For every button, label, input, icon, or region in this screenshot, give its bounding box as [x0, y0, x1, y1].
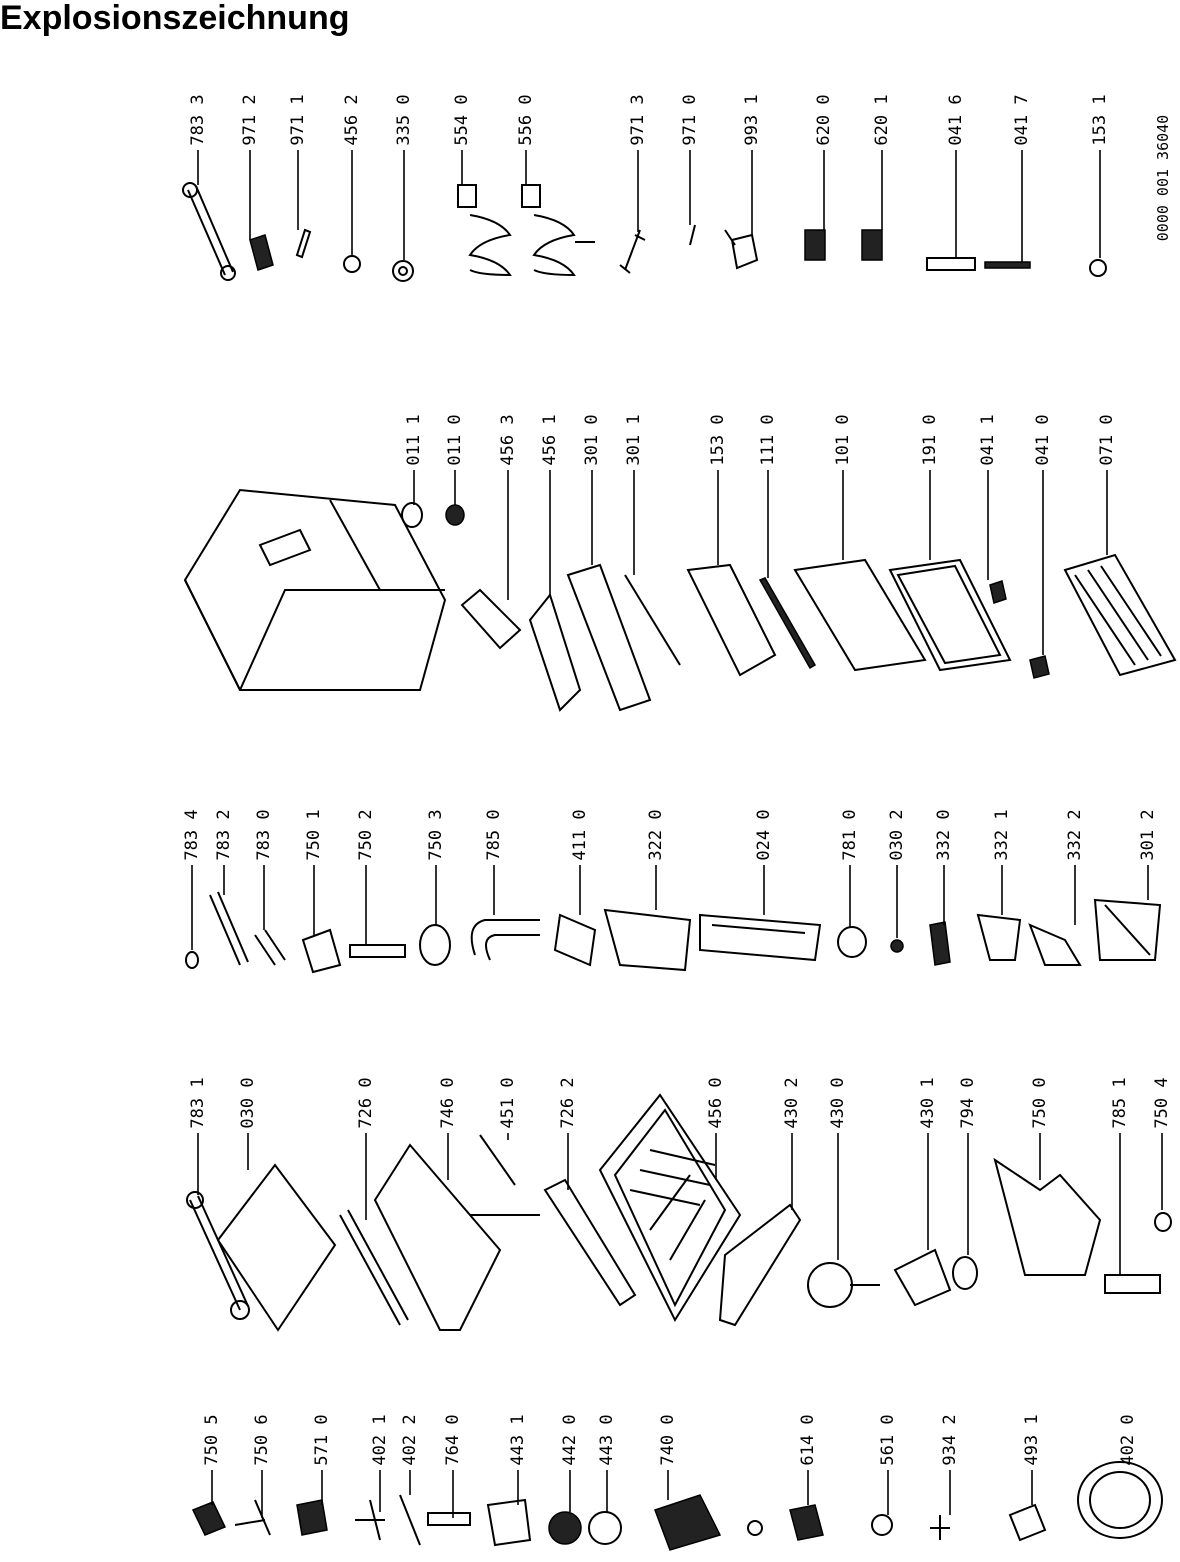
part-label: 443 0	[597, 1414, 617, 1466]
part-drawings-small	[185, 891, 1162, 974]
part-drawings-top	[182, 182, 1107, 282]
part-label: 456 1	[540, 414, 560, 466]
part-label: 402 1	[370, 1414, 390, 1466]
part-label: 332 1	[992, 809, 1012, 861]
part-label: 456 0	[706, 1077, 726, 1129]
part-label: 041 7	[1012, 94, 1032, 146]
part-drawings-bottom	[191, 1461, 1163, 1551]
part-label: 783 3	[188, 94, 208, 146]
part-label: 332 0	[934, 809, 954, 861]
page-title: Explosionszeichnung	[0, 0, 350, 37]
part-label: 443 1	[508, 1414, 528, 1466]
document-number: 0000 001 36040	[1154, 114, 1172, 242]
part-label: 011 0	[445, 414, 465, 466]
part-label: 971 0	[680, 94, 700, 146]
part-label: 456 2	[342, 94, 362, 146]
part-label: 451 0	[498, 1077, 518, 1129]
part-label: 785 0	[484, 809, 504, 861]
part-label: 411 0	[570, 809, 590, 861]
cabinet-drawing	[183, 488, 1177, 712]
part-label: 750 4	[1152, 1077, 1172, 1129]
part-label: 750 5	[202, 1414, 222, 1466]
part-label: 746 0	[438, 1077, 458, 1129]
part-label: 783 0	[254, 809, 274, 861]
part-label: 726 2	[558, 1077, 578, 1129]
part-label: 971 2	[240, 94, 260, 146]
part-label: 614 0	[798, 1414, 818, 1466]
part-label: 041 0	[1033, 414, 1053, 466]
part-label: 456 3	[498, 414, 518, 466]
part-label: 041 6	[946, 94, 966, 146]
part-label: 322 0	[646, 809, 666, 861]
part-label: 442 0	[560, 1414, 580, 1466]
part-label: 101 0	[833, 414, 853, 466]
part-label: 402 0	[1118, 1414, 1138, 1466]
part-label: 430 2	[782, 1077, 802, 1129]
part-label: 493 1	[1022, 1414, 1042, 1466]
part-label: 554 0	[452, 94, 472, 146]
part-label: 783 1	[188, 1077, 208, 1129]
part-label: 750 6	[252, 1414, 272, 1466]
part-label: 571 0	[312, 1414, 332, 1466]
part-label: 740 0	[658, 1414, 678, 1466]
part-label: 750 0	[1030, 1077, 1050, 1129]
part-label: 153 0	[708, 414, 728, 466]
part-label: 993 1	[742, 94, 762, 146]
part-label: 301 1	[624, 414, 644, 466]
part-label: 111 0	[758, 414, 778, 466]
part-label: 153 1	[1090, 94, 1110, 146]
part-label: 783 4	[182, 809, 202, 861]
part-label: 430 1	[918, 1077, 938, 1129]
part-label: 934 2	[940, 1414, 960, 1466]
part-label: 750 3	[426, 809, 446, 861]
part-label: 561 0	[878, 1414, 898, 1466]
leader-lines	[191, 150, 1163, 1518]
part-label: 750 2	[356, 809, 376, 861]
part-label: 764 0	[443, 1414, 463, 1466]
part-label: 620 1	[872, 94, 892, 146]
part-label: 024 0	[754, 809, 774, 861]
part-drawings-freezer	[186, 1093, 1172, 1332]
part-label: 750 1	[304, 809, 324, 861]
part-label: 335 0	[394, 94, 414, 146]
part-label: 971 3	[628, 94, 648, 146]
part-label: 785 1	[1110, 1077, 1130, 1129]
part-label: 041 1	[978, 414, 998, 466]
part-label: 556 0	[516, 94, 536, 146]
part-label: 726 0	[356, 1077, 376, 1129]
part-label: 332 2	[1065, 809, 1085, 861]
part-label: 030 0	[238, 1077, 258, 1129]
part-label: 191 0	[920, 414, 940, 466]
part-label: 301 2	[1138, 809, 1158, 861]
part-label: 430 0	[828, 1077, 848, 1129]
part-label: 071 0	[1097, 414, 1117, 466]
part-label: 011 1	[404, 414, 424, 466]
part-label: 783 2	[214, 809, 234, 861]
part-label: 971 1	[288, 94, 308, 146]
part-label: 301 0	[582, 414, 602, 466]
part-label: 781 0	[840, 809, 860, 861]
part-label: 030 2	[887, 809, 907, 861]
part-label: 402 2	[400, 1414, 420, 1466]
part-label: 620 0	[814, 94, 834, 146]
part-label: 794 0	[958, 1077, 978, 1129]
